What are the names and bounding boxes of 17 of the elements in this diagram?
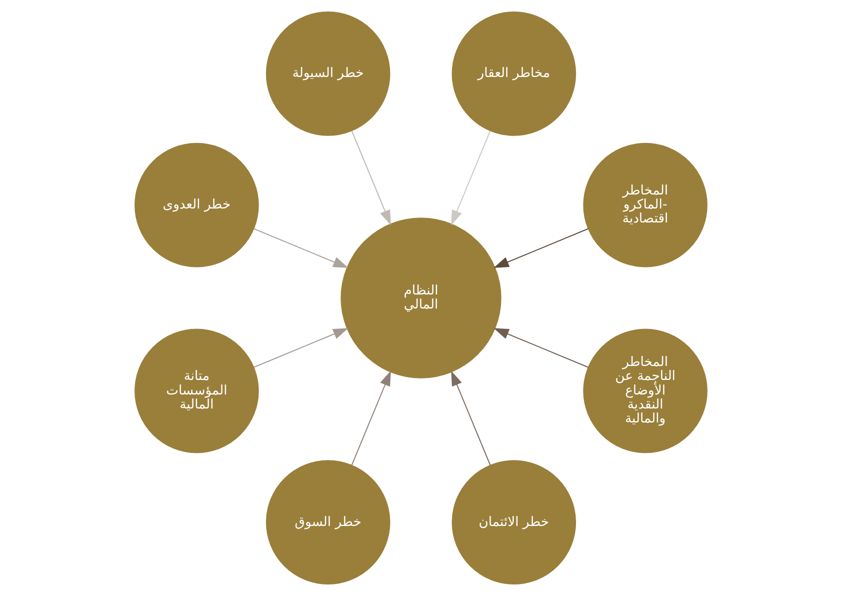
node-circle: المخاطر الماكرو- اقتصادية <box>583 142 708 268</box>
node-circle: مخاطر العقار <box>452 12 576 136</box>
arrow <box>351 130 391 226</box>
arrow <box>451 130 491 226</box>
node-circle: خطر السيولة <box>266 12 390 136</box>
arrow <box>351 370 391 466</box>
arrow <box>451 370 491 466</box>
node-circle: خطر الائتمان <box>452 460 576 584</box>
node-circle: متانة المؤسسات المالية <box>134 328 259 454</box>
arrow <box>494 228 588 268</box>
node-circle: خطر السوق <box>266 460 390 584</box>
node-circle: النظام المالي <box>340 218 502 378</box>
arrow <box>254 328 348 368</box>
arrow <box>494 328 588 368</box>
node-circle: خطر العدوى <box>134 142 259 268</box>
arrow <box>254 228 348 268</box>
node-circle: المخاطر الناجمة عن الأوضاع النقدية والمالية <box>583 328 708 454</box>
